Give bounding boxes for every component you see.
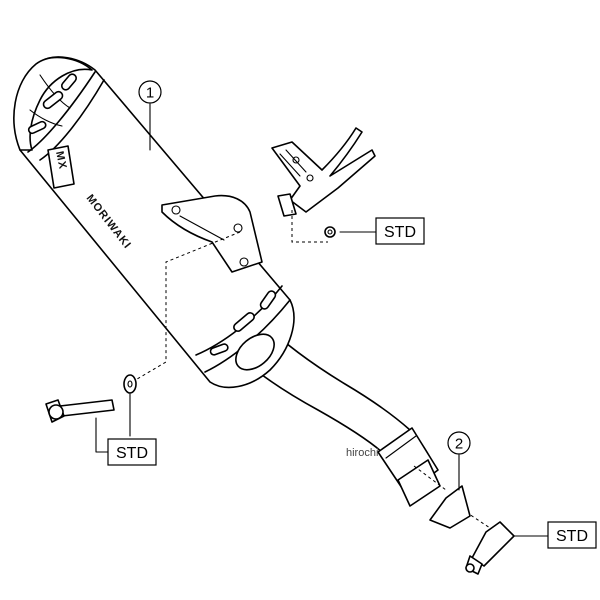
watermark-text: hirochi (346, 447, 378, 459)
muffler: MX MORIWAKI (13, 56, 295, 389)
std-label-clamp-text: STD (556, 528, 588, 545)
callout-number-2: 2 (455, 436, 463, 453)
std-label-bracket-text: STD (384, 224, 416, 241)
callout-part-1: 1 (138, 80, 162, 104)
frame-bracket (271, 127, 376, 217)
assembly-guide-lines (131, 210, 491, 529)
std-label-bolt: STD (107, 438, 157, 466)
std-label-bolt-text: STD (116, 445, 148, 462)
callout-leaders (95, 103, 549, 537)
callout-part-2: 2 (447, 431, 471, 455)
callout-number-1: 1 (146, 85, 154, 102)
std-label-clamp: STD (547, 521, 597, 549)
hardware (45, 226, 515, 575)
std-label-bracket: STD (375, 217, 425, 245)
muffler-logo: MX (53, 150, 69, 171)
